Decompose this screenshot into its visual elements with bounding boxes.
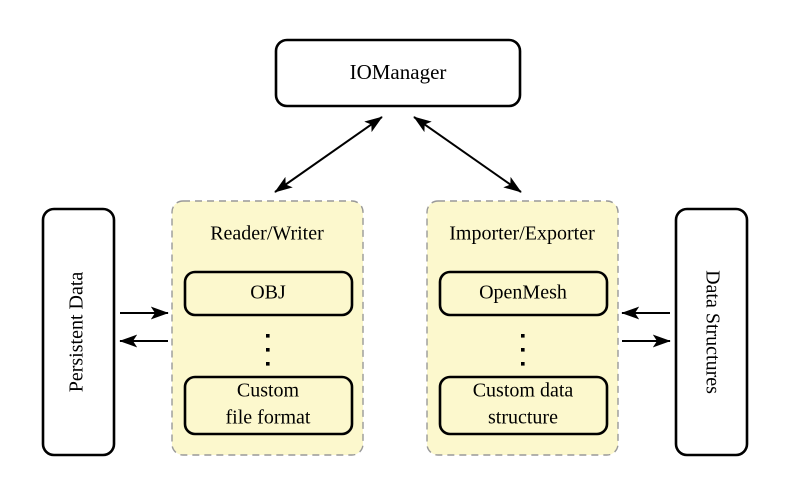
ellipsis-importer-exporter [521,334,525,366]
label-obj: OBJ [250,282,286,304]
label-persistent-data: Persistent Data [66,272,88,393]
arrow-manager-importer-exporter [413,116,522,193]
node-iomanager[interactable] [274,38,522,108]
label-custom-file-format-line1: Custom [237,380,300,402]
label-data-structures: Data Structures [701,270,723,394]
label-custom-file-format-line2: file format [226,407,311,429]
node-openmesh[interactable] [438,270,609,317]
label-custom-data-structure-line1: Custom data [473,380,574,402]
label-custom-data-structure-line2: structure [488,407,558,429]
node-custom-file-format[interactable] [183,375,354,436]
arrow-manager-reader-writer [274,116,383,193]
node-custom-data-structure[interactable] [438,375,609,436]
label-panel-reader-writer: Reader/Writer [210,223,324,245]
label-iomanager: IOManager [350,60,447,84]
label-panel-importer-exporter: Importer/Exporter [449,223,595,245]
node-obj[interactable] [183,270,354,317]
label-openmesh: OpenMesh [479,282,567,304]
ellipsis-reader-writer [266,334,270,366]
node-persistent-data[interactable] [41,207,116,457]
node-data-structures[interactable] [674,207,749,457]
